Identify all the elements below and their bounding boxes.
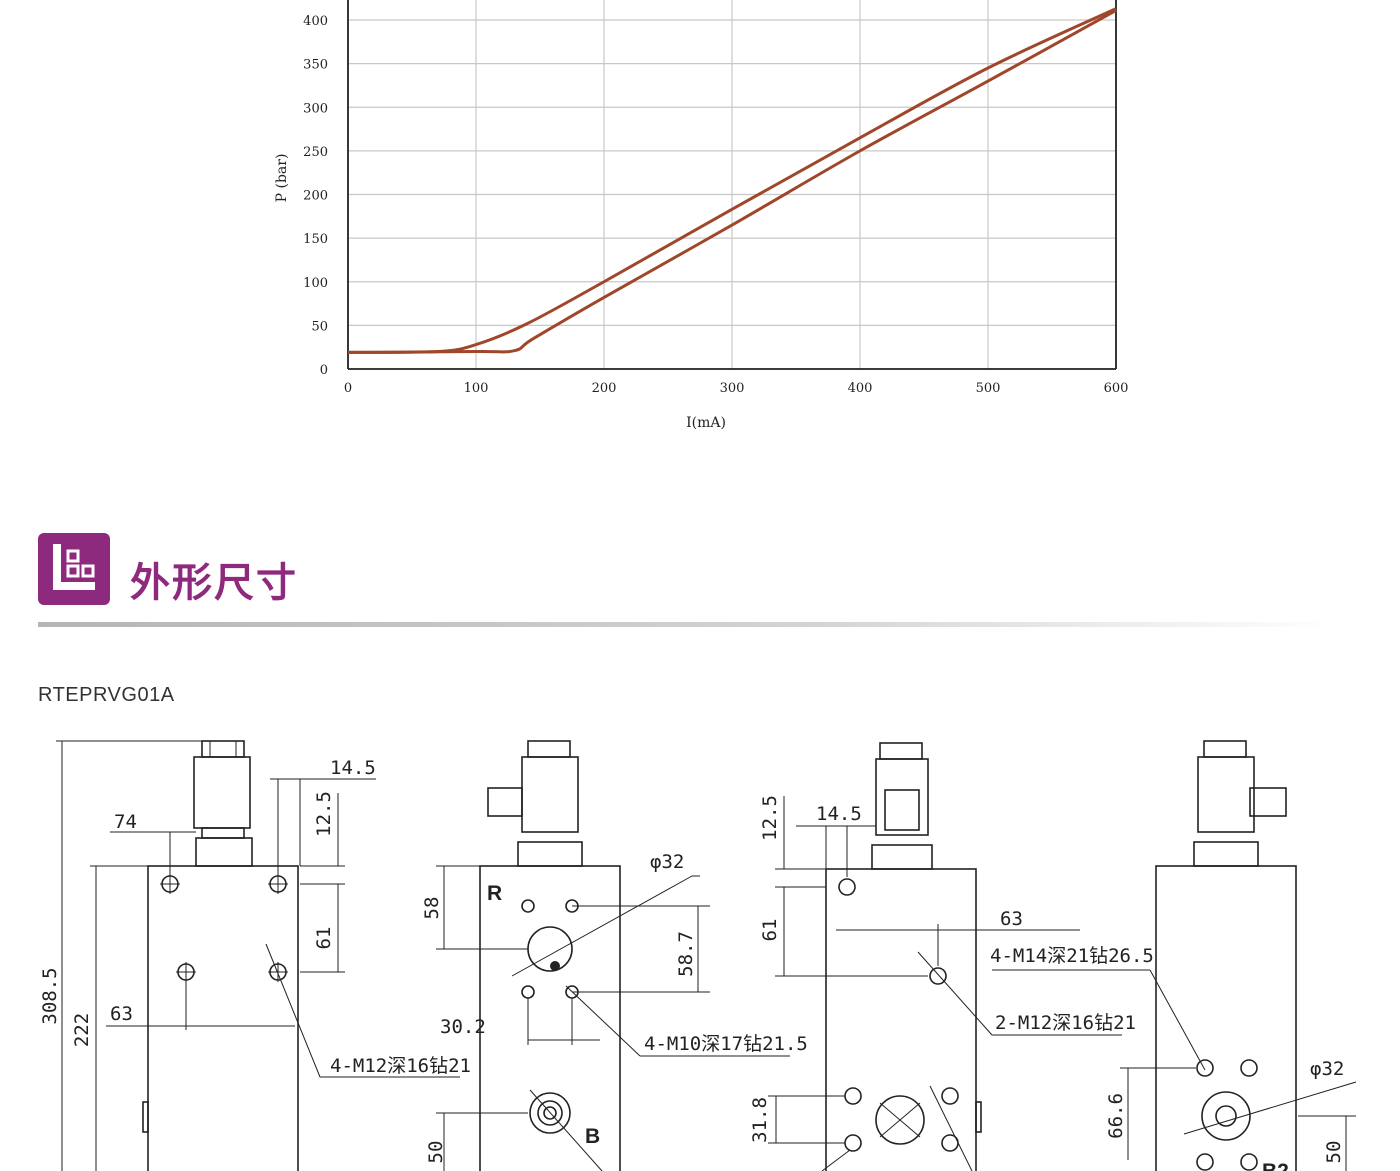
port-b2-label: B2 xyxy=(1262,1160,1289,1171)
dim-2-m12: 2-M12深16钻21 xyxy=(995,1012,1136,1034)
dim-4-m14: 4-M14深21钻26.5 xyxy=(990,945,1154,967)
dim-222: 222 xyxy=(71,1013,93,1047)
dim-58-7: 58.7 xyxy=(675,931,697,977)
y-tick-label: 400 xyxy=(303,14,328,29)
y-tick-label: 300 xyxy=(303,101,328,116)
y-tick-labels: 0 50 100 150 200 250 300 350 400 xyxy=(303,14,328,378)
x-axis-label: I(mA) xyxy=(686,415,726,431)
dim-50-v2: 50 xyxy=(425,1141,447,1164)
x-tick-label: 400 xyxy=(848,381,873,396)
model-label: RTEPRVG01A xyxy=(38,684,175,706)
dim-74: 74 xyxy=(114,811,137,833)
dim-50-v4: 50 xyxy=(1323,1141,1345,1164)
drawing-view-left: φ32 66.6 50 B2 xyxy=(1105,740,1357,1171)
dim-66-6: 66.6 xyxy=(1105,1093,1127,1139)
y-axis-label: P (bar) xyxy=(274,154,290,203)
y-tick-label: 350 xyxy=(303,58,328,73)
dim-308-5: 308.5 xyxy=(39,967,61,1024)
x-tick-label: 0 xyxy=(344,381,352,396)
dim-14-5-v3: 14.5 xyxy=(816,803,862,825)
x-tick-label: 300 xyxy=(720,381,745,396)
section-title: 外形尺寸 xyxy=(130,560,298,606)
y-tick-label: 100 xyxy=(303,276,328,291)
dim-63: 63 xyxy=(110,1003,133,1025)
dim-61-v3: 61 xyxy=(759,919,781,942)
dim-phi32-v4: φ32 xyxy=(1310,1058,1344,1080)
dim-58: 58 xyxy=(421,897,443,920)
x-tick-labels: 0 100 200 300 400 500 600 xyxy=(344,381,1129,396)
x-tick-label: 200 xyxy=(592,381,617,396)
dim-30-2: 30.2 xyxy=(440,1016,486,1038)
y-tick-label: 250 xyxy=(303,145,328,160)
chart-grid xyxy=(347,0,1117,370)
series-line-2 xyxy=(347,9,1117,354)
dim-63-v3: 63 xyxy=(1000,908,1023,930)
x-tick-label: 500 xyxy=(976,381,1001,396)
dim-12-5: 12.5 xyxy=(313,791,335,837)
dim-4-m10: 4-M10深17钻21.5 xyxy=(644,1033,808,1055)
y-tick-label: 0 xyxy=(320,363,328,378)
dim-31-8: 31.8 xyxy=(749,1097,771,1143)
y-tick-label: 200 xyxy=(303,189,328,204)
dim-4-m12: 4-M12深16钻21 xyxy=(330,1055,471,1077)
layout-blocks-icon xyxy=(38,533,110,605)
chart-axes xyxy=(347,0,1117,370)
port-r-label: R xyxy=(487,882,502,905)
drawing-view-side: 58 φ32 58.7 30.2 4-M10深17钻21.5 50 R B xyxy=(421,740,808,1171)
y-tick-label: 50 xyxy=(311,319,328,334)
chart-series xyxy=(347,7,1117,354)
drawing-view-rear: 12.5 14.5 61 63 4-M14深21钻26.5 2-M12深16钻2… xyxy=(749,742,1206,1171)
x-tick-label: 100 xyxy=(464,381,489,396)
dim-61: 61 xyxy=(313,927,335,950)
y-tick-label: 150 xyxy=(303,232,328,247)
dim-12-5-v3: 12.5 xyxy=(759,795,781,841)
drawing-view-front: 308.5 222 74 14.5 12.5 61 63 4-M12深16钻21 xyxy=(39,740,471,1171)
pressure-current-chart: 0 100 200 300 400 500 600 0 50 100 150 200 250 300 35… xyxy=(274,0,1129,431)
port-b-label: B xyxy=(585,1125,600,1148)
dim-phi32: φ32 xyxy=(650,851,684,873)
section-divider xyxy=(38,622,1338,627)
series-line-1 xyxy=(347,7,1117,354)
x-tick-label: 600 xyxy=(1104,381,1129,396)
dim-14-5: 14.5 xyxy=(330,757,376,779)
